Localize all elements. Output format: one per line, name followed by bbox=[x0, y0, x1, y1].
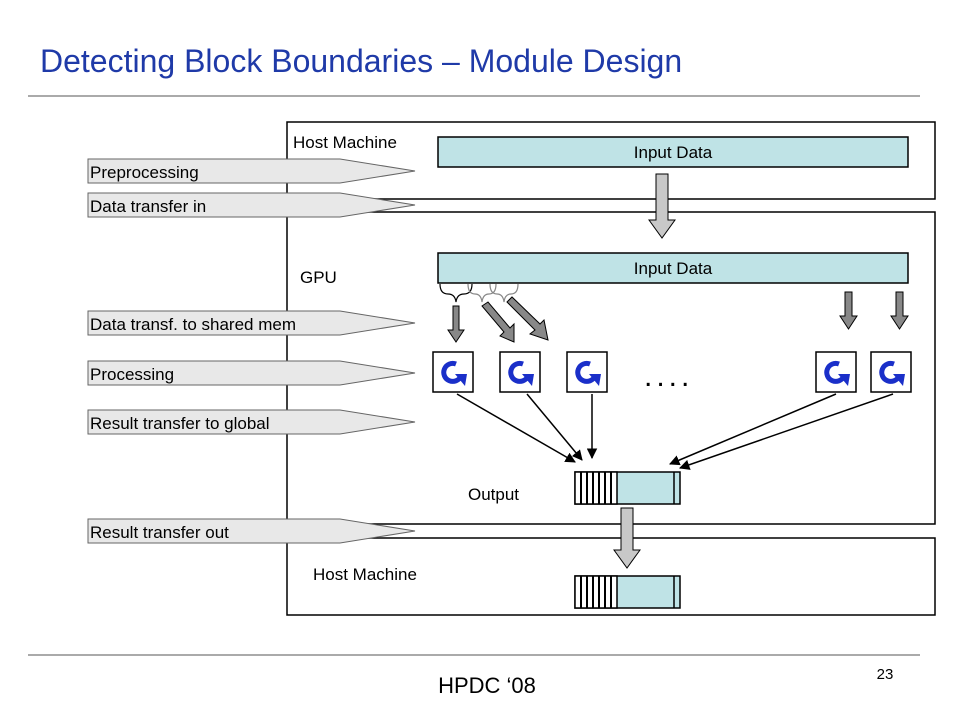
output-buffer-host bbox=[574, 575, 681, 609]
host-machine-bottom-label: Host Machine bbox=[313, 565, 417, 584]
stage-label-shared-mem: Data transf. to shared mem bbox=[90, 315, 296, 334]
footer-label: HPDC ‘08 bbox=[438, 673, 536, 698]
stage-arrow-result-to-global: Result transfer to global bbox=[87, 409, 416, 435]
host-machine-bottom-box bbox=[286, 537, 936, 616]
stage-label-data-transfer-in: Data transfer in bbox=[90, 197, 206, 216]
stage-arrow-result-out: Result transfer out bbox=[87, 518, 416, 544]
refresh-arrowhead-icon bbox=[838, 374, 850, 386]
result-arrow-2 bbox=[526, 393, 583, 461]
result-arrow-5 bbox=[679, 393, 894, 470]
output-buffer-gpu bbox=[574, 471, 681, 505]
data-block-brace-1 bbox=[439, 283, 473, 303]
transfer-in-arrow bbox=[648, 173, 676, 239]
refresh-arrowhead-icon bbox=[589, 374, 601, 386]
page-number: 23 bbox=[877, 666, 894, 683]
stage-label-result-to-global: Result transfer to global bbox=[90, 414, 270, 433]
input-data-gpu-label: Input Data bbox=[634, 259, 713, 278]
stage-label-processing: Processing bbox=[90, 365, 174, 384]
output-label: Output bbox=[468, 485, 519, 504]
shared-mem-arrow-2 bbox=[481, 301, 515, 343]
refresh-arrowhead-icon bbox=[455, 374, 467, 386]
processor-block bbox=[499, 351, 541, 393]
refresh-icon bbox=[575, 360, 598, 384]
stage-arrow-preprocessing: Preprocessing bbox=[87, 158, 416, 184]
shared-mem-arrow-5 bbox=[890, 291, 909, 330]
input-data-host-bar bbox=[437, 136, 909, 168]
processor-block bbox=[566, 351, 608, 393]
input-data-gpu-bar bbox=[437, 252, 909, 284]
result-arrow-1 bbox=[456, 393, 576, 463]
shared-mem-arrow-3 bbox=[506, 296, 549, 341]
stage-arrow-shared-mem: Data transf. to shared mem bbox=[87, 310, 416, 336]
processor-block bbox=[815, 351, 857, 393]
refresh-icon bbox=[879, 360, 902, 384]
refresh-icon bbox=[441, 360, 464, 384]
slide-title: Detecting Block Boundaries – Module Desi… bbox=[40, 43, 682, 79]
result-arrow-4 bbox=[669, 393, 837, 466]
stage-arrow-processing: Processing bbox=[87, 360, 416, 386]
gpu-label: GPU bbox=[300, 268, 337, 287]
refresh-icon bbox=[824, 360, 847, 384]
data-block-brace-3 bbox=[489, 283, 519, 303]
processor-row bbox=[432, 351, 912, 393]
shared-mem-arrow-4 bbox=[839, 291, 858, 330]
stage-label-preprocessing: Preprocessing bbox=[90, 163, 199, 182]
refresh-icon bbox=[508, 360, 531, 384]
refresh-arrowhead-icon bbox=[522, 374, 534, 386]
processor-block bbox=[432, 351, 474, 393]
ellipsis-dots: .... bbox=[644, 360, 693, 393]
input-data-host-label: Input Data bbox=[634, 143, 713, 162]
refresh-arrowhead-icon bbox=[893, 374, 905, 386]
processor-block bbox=[870, 351, 912, 393]
shared-mem-arrow-1 bbox=[447, 305, 465, 343]
stage-arrow-data-transfer-in: Data transfer in bbox=[87, 192, 416, 218]
host-machine-top-label: Host Machine bbox=[293, 133, 397, 152]
transfer-out-arrow bbox=[613, 507, 641, 569]
stage-label-result-out: Result transfer out bbox=[90, 523, 229, 542]
